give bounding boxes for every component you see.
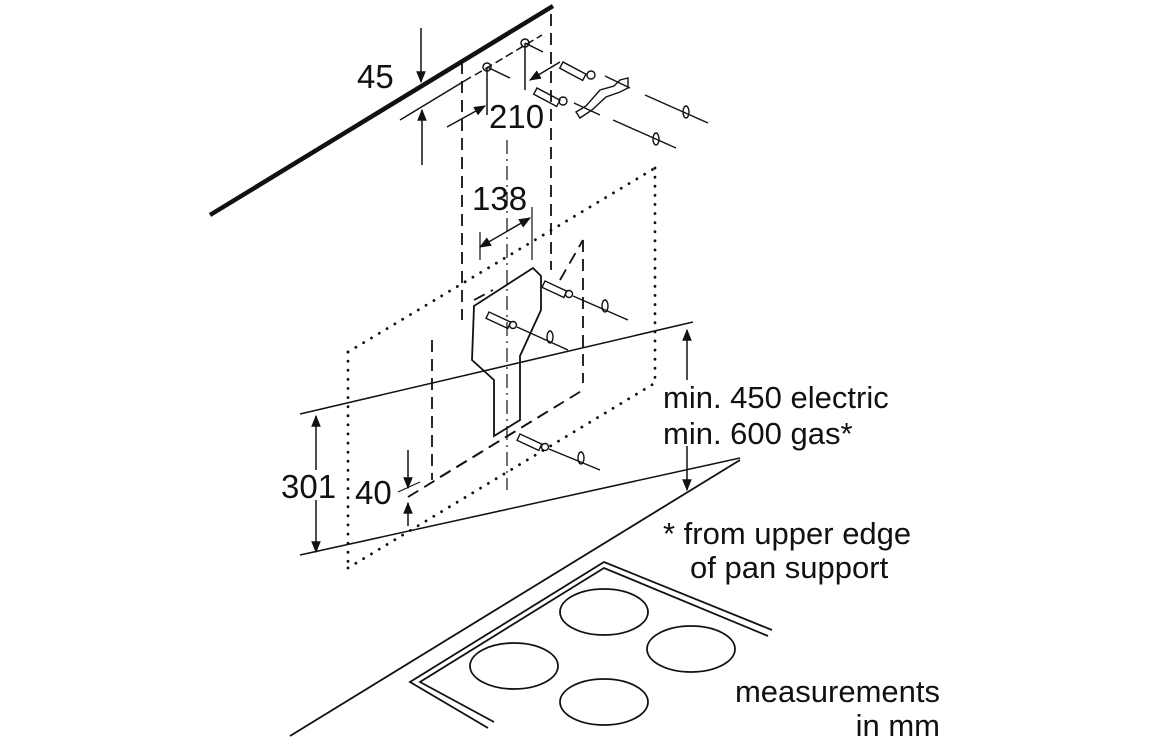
lower-chimney-outline <box>407 239 584 498</box>
upper-holes <box>474 34 544 115</box>
dim-clearance: min. 450 electric min. 600 gas* <box>663 328 889 492</box>
dim-40-label: 40 <box>355 474 392 511</box>
pan-support-line <box>289 459 741 737</box>
units-note-line2: in mm <box>856 708 940 742</box>
clearance-electric-label: min. 450 electric <box>663 380 889 415</box>
dim-138: 138 <box>472 180 533 260</box>
dim-301: 301 <box>281 414 336 554</box>
footnote-line1: * from upper edge <box>663 516 911 551</box>
dim-138-label: 138 <box>472 180 527 217</box>
wall-line-lower <box>299 457 741 556</box>
dim-210: 210 <box>446 61 561 135</box>
burner-back <box>559 588 649 636</box>
wall-line-upper <box>299 321 694 415</box>
burner-left <box>469 642 559 690</box>
dim-210-label: 210 <box>489 98 544 135</box>
mounting-bracket <box>471 266 542 438</box>
middle-fixings <box>485 280 629 471</box>
units-note-line1: measurements <box>735 674 940 709</box>
dim-40: 40 <box>355 450 421 526</box>
burner-right <box>646 625 736 673</box>
hood-back-panel <box>346 166 657 570</box>
hob <box>408 560 773 729</box>
clearance-gas-label: min. 600 gas* <box>663 416 853 451</box>
chimney-outline <box>461 14 552 320</box>
upper-fixings <box>532 61 709 149</box>
dim-45-label: 45 <box>357 58 394 95</box>
dim-45: 45 <box>357 28 472 165</box>
footnote-line2: of pan support <box>690 550 889 585</box>
burner-front <box>559 678 649 726</box>
dim-301-label: 301 <box>281 468 336 505</box>
ceiling-line <box>208 4 555 217</box>
